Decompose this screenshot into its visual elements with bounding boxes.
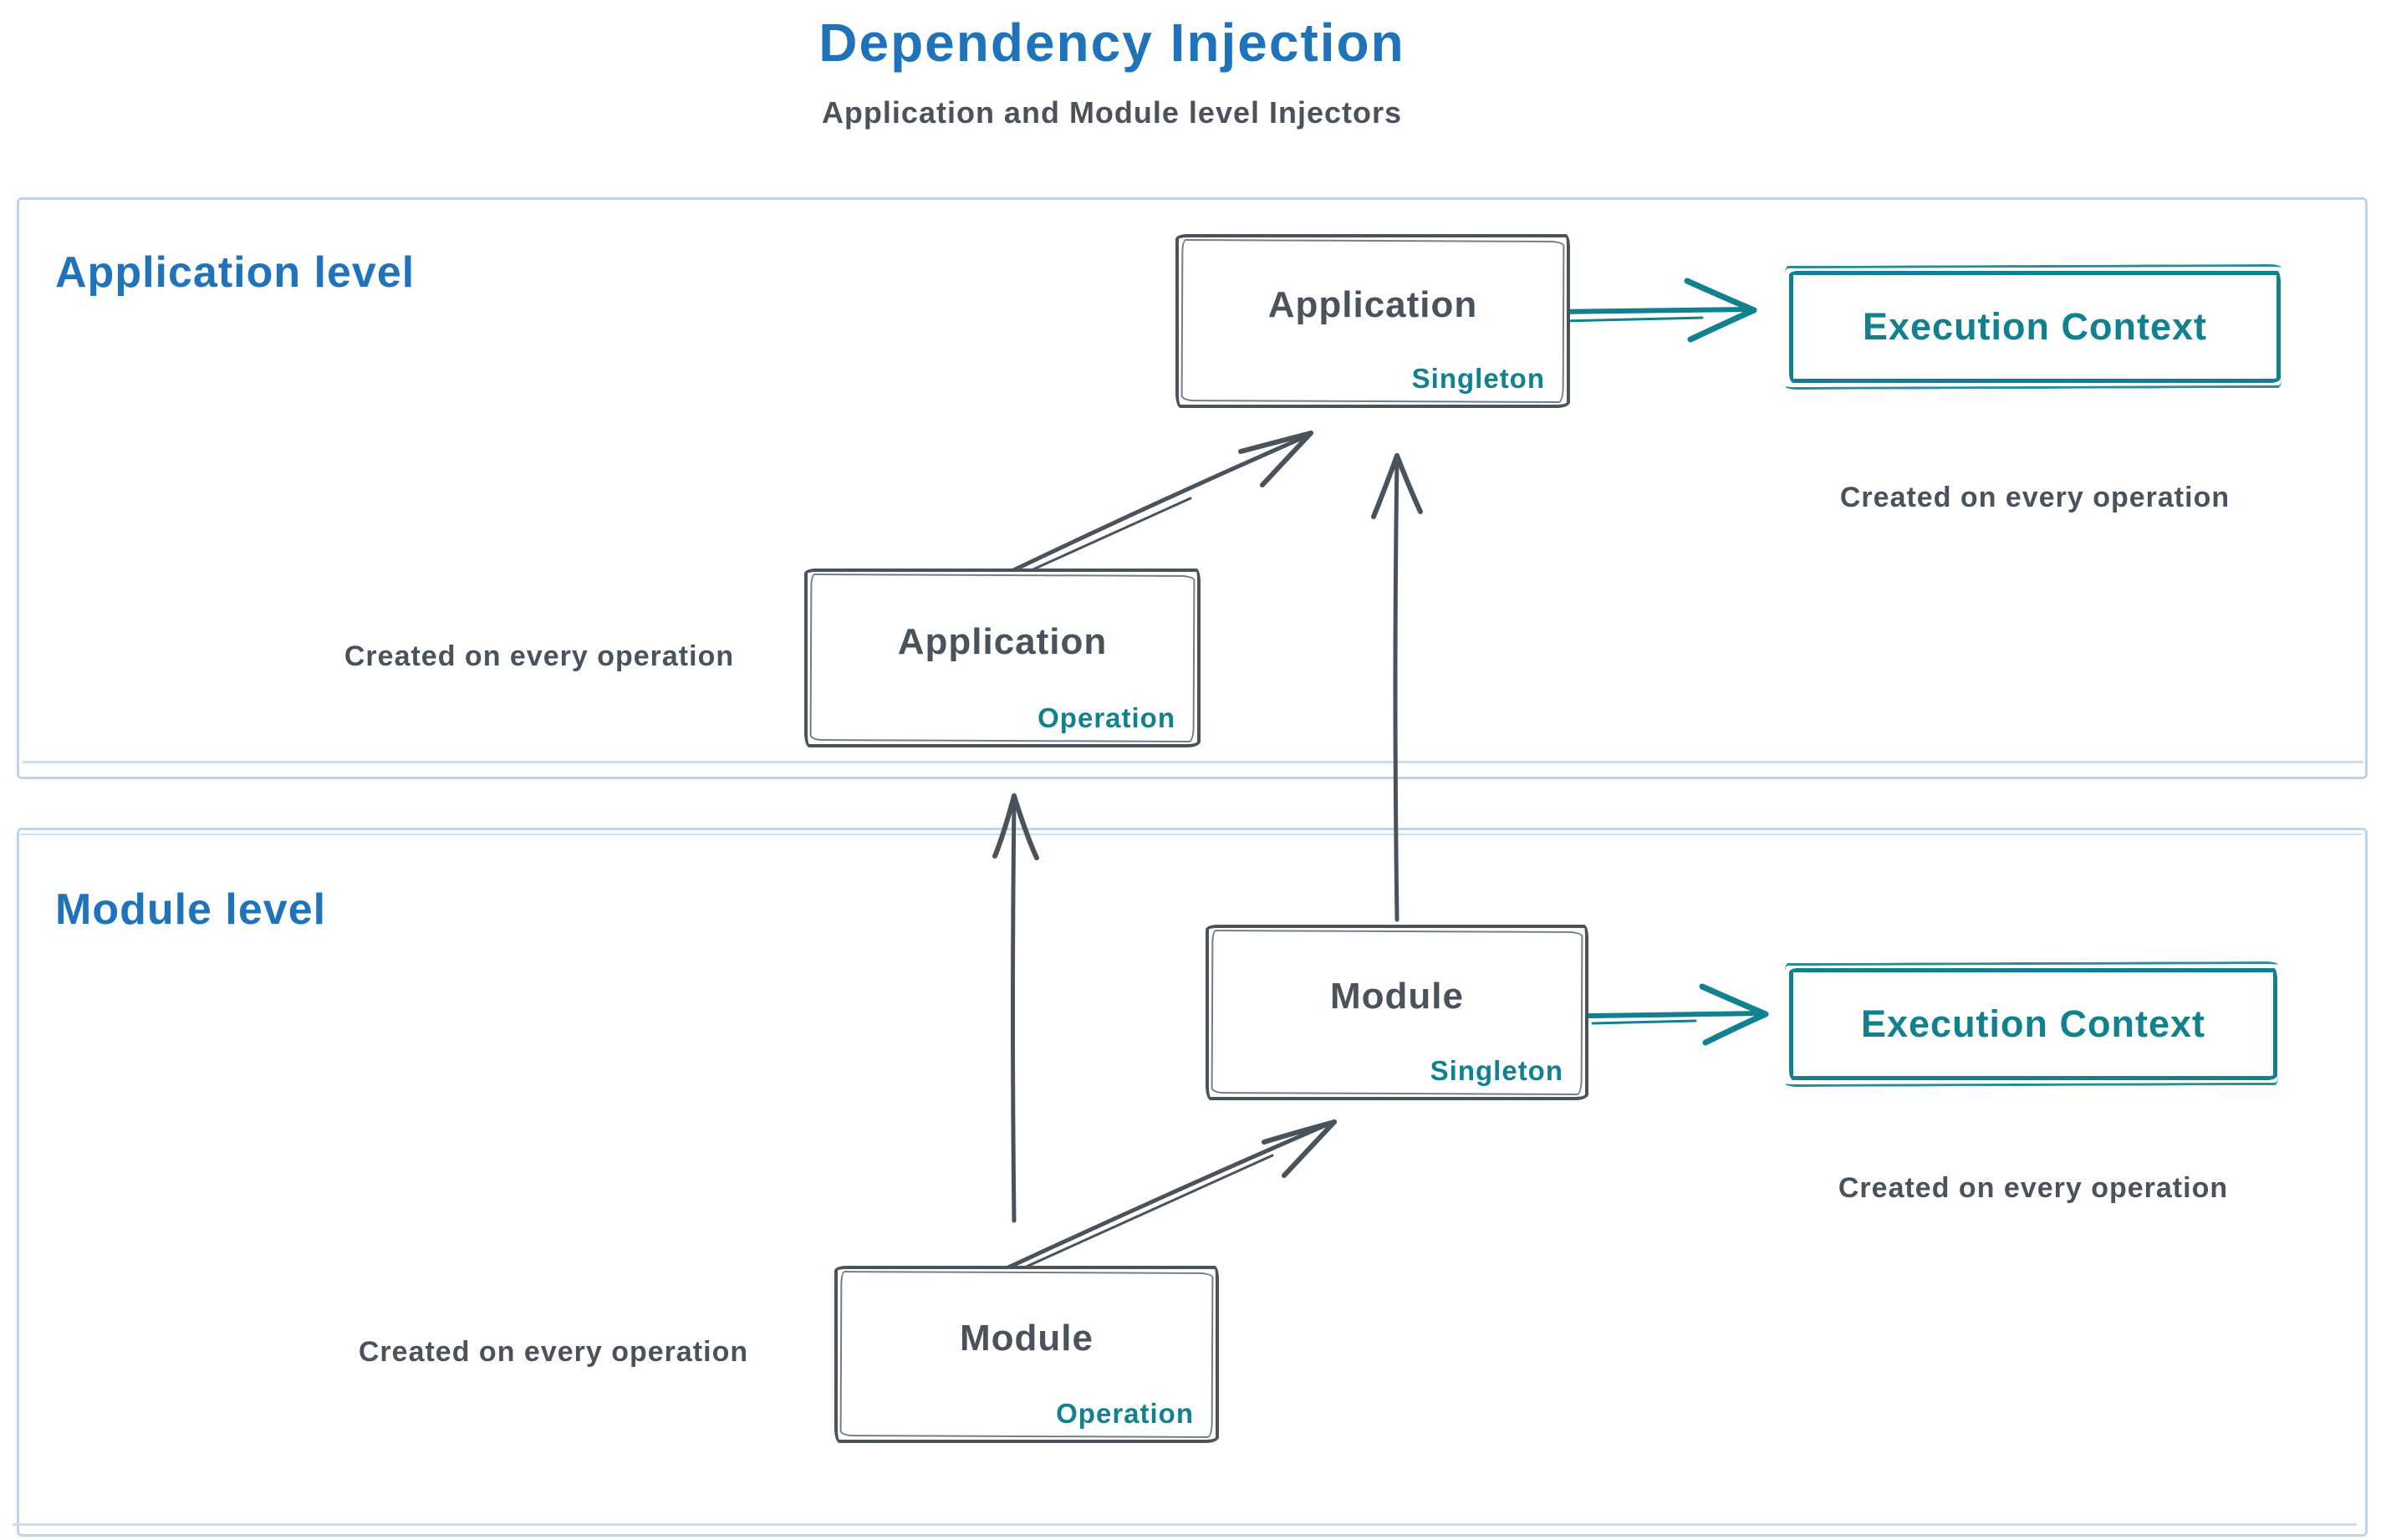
module-level-label: Module level: [55, 885, 327, 934]
module-operation-scope: Operation: [1056, 1398, 1194, 1429]
module-singleton-title: Module: [1330, 976, 1464, 1017]
application-singleton-title: Application: [1267, 284, 1478, 325]
module-execution-context-label: Execution Context: [1860, 1002, 2206, 1045]
application-execution-context-label: Execution Context: [1862, 305, 2208, 348]
application-operation-box: Application Operation: [804, 569, 1201, 747]
application-operation-title: Application: [897, 621, 1108, 662]
module-operation-caption: Created on every operation: [358, 1336, 749, 1368]
page-subtitle: Application and Module level Injectors: [821, 95, 1403, 130]
page-title: Dependency Injection: [818, 13, 1405, 73]
application-singleton-scope: Singleton: [1411, 363, 1545, 394]
module-singleton-scope: Singleton: [1430, 1055, 1563, 1086]
application-execution-context-box: Execution Context: [1789, 271, 2281, 383]
application-level-panel: [17, 197, 2368, 779]
application-operation-caption: Created on every operation: [344, 640, 735, 672]
module-execution-context-box: Execution Context: [1789, 968, 2277, 1080]
module-operation-box: Module Operation: [834, 1266, 1219, 1443]
application-singleton-box: Application Singleton: [1175, 234, 1570, 408]
module-operation-title: Module: [960, 1318, 1094, 1359]
diagram-header: Dependency Injection Application and Mod…: [752, 12, 1471, 130]
application-level-label: Application level: [55, 248, 416, 297]
application-operation-scope: Operation: [1038, 702, 1175, 733]
module-singleton-box: Module Singleton: [1206, 925, 1588, 1100]
module-level-panel: [13, 828, 2368, 1537]
application-execution-context-caption: Created on every operation: [1839, 482, 2231, 513]
module-execution-context-caption: Created on every operation: [1838, 1172, 2229, 1204]
